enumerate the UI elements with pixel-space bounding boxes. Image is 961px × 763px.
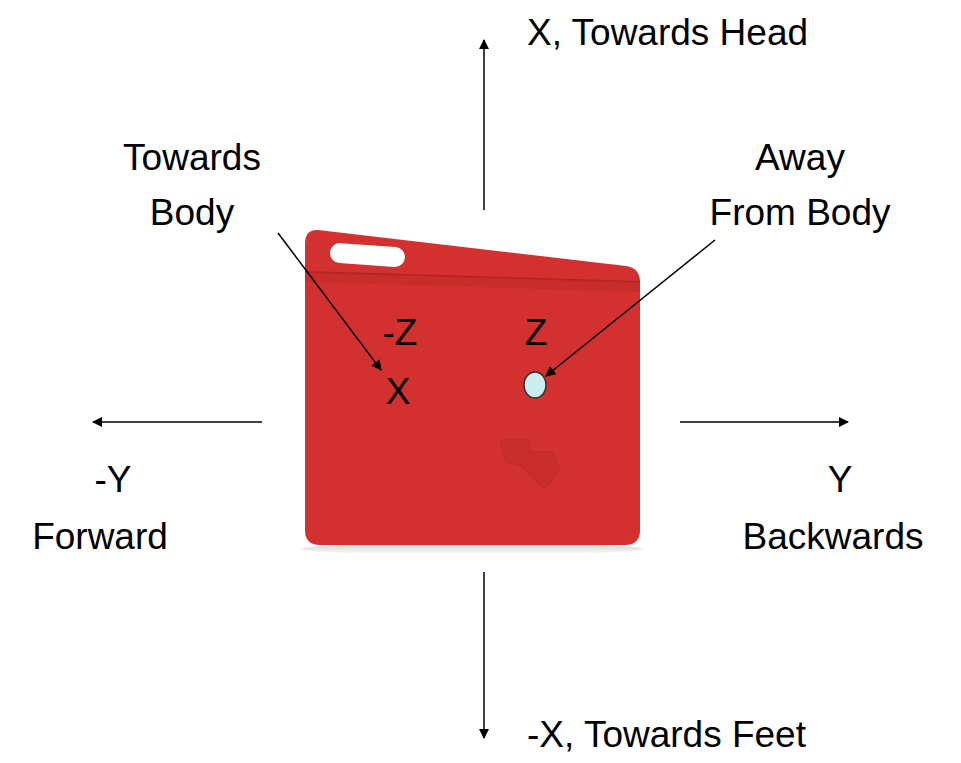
direction-note: Away From Body bbox=[708, 130, 892, 240]
leader-line bbox=[546, 240, 715, 376]
sensor-tag-body bbox=[305, 230, 640, 545]
direction-note: Towards Body bbox=[100, 130, 284, 240]
axis-arrow bbox=[93, 421, 262, 423]
axis-label: -Z bbox=[383, 311, 418, 355]
lanyard-hole bbox=[329, 242, 405, 267]
axis-label: -X, Towards Feet bbox=[527, 713, 806, 757]
axis-label: X bbox=[386, 370, 411, 414]
ti-logo bbox=[500, 440, 560, 488]
axis-arrow bbox=[483, 40, 485, 210]
axis-label: Y bbox=[828, 458, 853, 502]
direction-label: Backwards bbox=[743, 515, 924, 559]
axis-label: X, Towards Head bbox=[527, 11, 808, 55]
axis-arrow bbox=[483, 572, 485, 738]
axis-label: Z bbox=[525, 311, 548, 355]
tab-shade bbox=[305, 272, 640, 292]
axis-arrow bbox=[680, 421, 848, 423]
out-of-page-dot bbox=[524, 372, 546, 398]
axis-label: -Y bbox=[95, 458, 132, 502]
leader-line bbox=[278, 233, 381, 370]
direction-label: Forward bbox=[32, 515, 168, 559]
